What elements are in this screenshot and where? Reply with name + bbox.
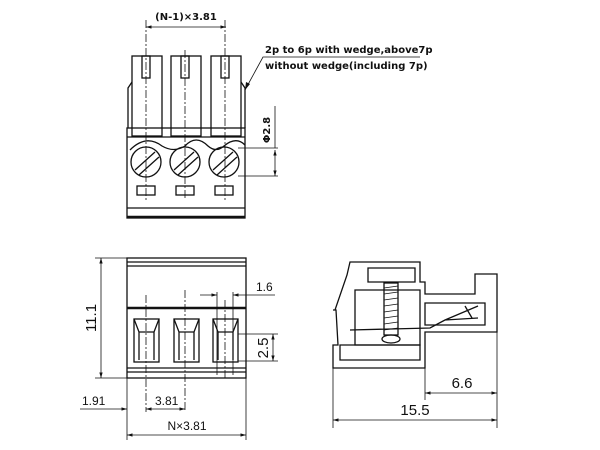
- front-view: 11.1 1.6 2.5 1.91 3.81 N×3.81: [80, 257, 278, 440]
- hole-diameter-label: Φ2.8: [262, 117, 273, 143]
- plug-depth-label: 6.6: [452, 375, 473, 392]
- edge-offset-label: 1.91: [82, 394, 106, 408]
- wedge-note-line-1: 2p to 6p with wedge,above7p: [265, 45, 433, 56]
- wedge-note-line-2: without wedge(including 7p): [265, 61, 428, 72]
- total-width-label: N×3.81: [167, 419, 206, 433]
- wire-slots: [133, 318, 239, 363]
- slot-height-label: 2.5: [255, 338, 272, 359]
- total-depth-label: 15.5: [400, 402, 429, 419]
- height-dimension-label: 11.1: [83, 304, 100, 332]
- pitch-dimension-label: (N-1)×3.81: [155, 12, 217, 23]
- side-view: 6.6 15.5: [332, 261, 498, 428]
- front-pitch-label: 3.81: [155, 394, 179, 408]
- pin-width-label: 1.6: [256, 280, 273, 294]
- top-view: (N-1)×3.81 2p to 6p with wedge,above7p w…: [126, 12, 433, 219]
